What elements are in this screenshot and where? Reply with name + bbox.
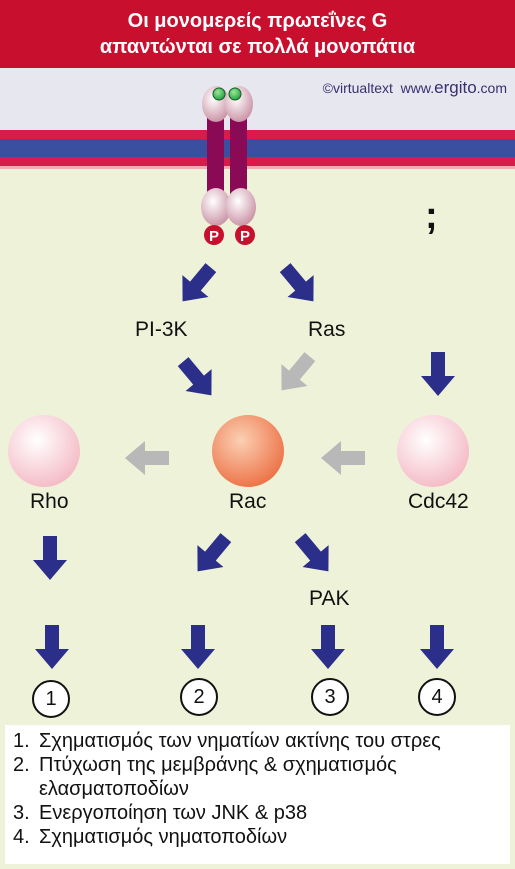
legend-text: Σχηματισμός των νηματίων ακτίνης του στρ… xyxy=(39,730,441,752)
credit-line: ©virtualtext www.ergito.com xyxy=(323,78,507,98)
outcome-legend: 1. Σχηματισμός των νηματίων ακτίνης του … xyxy=(5,725,510,864)
phosphate-left-label: P xyxy=(209,228,219,245)
site-suffix: .com xyxy=(476,80,507,96)
cdc42-node xyxy=(397,415,469,487)
arrow-pi3k-to-rac xyxy=(170,350,225,407)
arrow-rac-to-outcome-2 xyxy=(184,526,239,583)
membrane-stripe-red-bottom xyxy=(0,157,515,166)
unknown-pathway-mark: ; xyxy=(425,195,438,237)
rac-label: Rac xyxy=(229,490,267,513)
rho-node xyxy=(8,415,80,487)
ligand-right xyxy=(228,87,242,101)
legend-number: 2. xyxy=(13,754,30,776)
receptor-bottom-lobe-left xyxy=(201,188,231,226)
arrow-cdc42-to-rac xyxy=(321,441,365,475)
arrow-rac-to-rho xyxy=(125,441,169,475)
ras-label: Ras xyxy=(308,318,346,341)
rac-node xyxy=(212,415,284,487)
pak-label: PAK xyxy=(309,587,350,610)
receptor-bottom-lobe-right xyxy=(226,188,256,226)
arrow-ras-to-rac xyxy=(268,345,323,402)
arrow-to-cdc42 xyxy=(421,352,455,396)
outcome-2-marker: 2 xyxy=(180,678,218,716)
receptor-stalk-right xyxy=(230,108,247,198)
outcome-3-marker: 3 xyxy=(311,678,349,716)
membrane-stripe-pale xyxy=(0,166,515,169)
outcome-1-marker: 1 xyxy=(32,680,70,718)
outcome-4-marker: 4 xyxy=(418,678,456,716)
arrow-rho-down xyxy=(33,536,67,580)
arrow-to-outcome-4 xyxy=(420,625,454,669)
legend-text: Ενεργοποίηση των JNK & p38 xyxy=(39,802,308,824)
arrow-receptor-to-ras xyxy=(272,256,327,313)
arrow-receptor-to-pi3k xyxy=(169,256,224,313)
receptor-dimer: P P xyxy=(201,86,256,245)
arrow-rac-to-pak xyxy=(287,526,342,583)
legend-item-3: 3. Ενεργοποίηση των JNK & p38 xyxy=(13,801,510,825)
ligand-left xyxy=(212,87,226,101)
site-prefix: www. xyxy=(400,80,435,96)
phosphate-right-label: P xyxy=(240,228,250,245)
legend-number: 4. xyxy=(13,826,30,848)
legend-text: Πτύχωση της μεμβράνης & σχηματισμός ελασ… xyxy=(39,754,397,800)
legend-item-2: 2. Πτύχωση της μεμβράνης & σχηματισμός ε… xyxy=(13,753,510,801)
copyright-text: ©virtualtext xyxy=(322,80,393,96)
phosphate-right xyxy=(235,225,255,245)
membrane-stripe-red-top xyxy=(0,130,515,139)
extracellular-band xyxy=(0,68,515,130)
legend-number: 3. xyxy=(13,802,30,824)
receptor-stalk-left xyxy=(207,108,224,198)
arrow-to-outcome-3 xyxy=(311,625,345,669)
site-brand: ergito xyxy=(434,78,477,97)
rho-label: Rho xyxy=(30,490,69,513)
arrow-to-outcome-1 xyxy=(35,625,69,669)
title-line-1: Οι μονομερείς πρωτεΐνες G xyxy=(127,10,388,32)
legend-item-1: 1. Σχηματισμός των νηματίων ακτίνης του … xyxy=(13,729,510,753)
title-line-2: απαντώνται σε πολλά μονοπάτια xyxy=(99,36,416,58)
pi3k-label: PI-3K xyxy=(135,318,188,341)
title-banner: Οι μονομερείς πρωτεΐνες G απαντώνται σε … xyxy=(0,0,515,68)
phosphate-left xyxy=(204,225,224,245)
arrow-to-outcome-2 xyxy=(181,625,215,669)
membrane-stripe-blue xyxy=(0,139,515,157)
cdc42-label: Cdc42 xyxy=(408,490,469,513)
legend-item-4: 4. Σχηματισμός νηματοποδίων xyxy=(13,825,510,849)
legend-number: 1. xyxy=(13,730,30,752)
legend-text: Σχηματισμός νηματοποδίων xyxy=(39,826,288,848)
